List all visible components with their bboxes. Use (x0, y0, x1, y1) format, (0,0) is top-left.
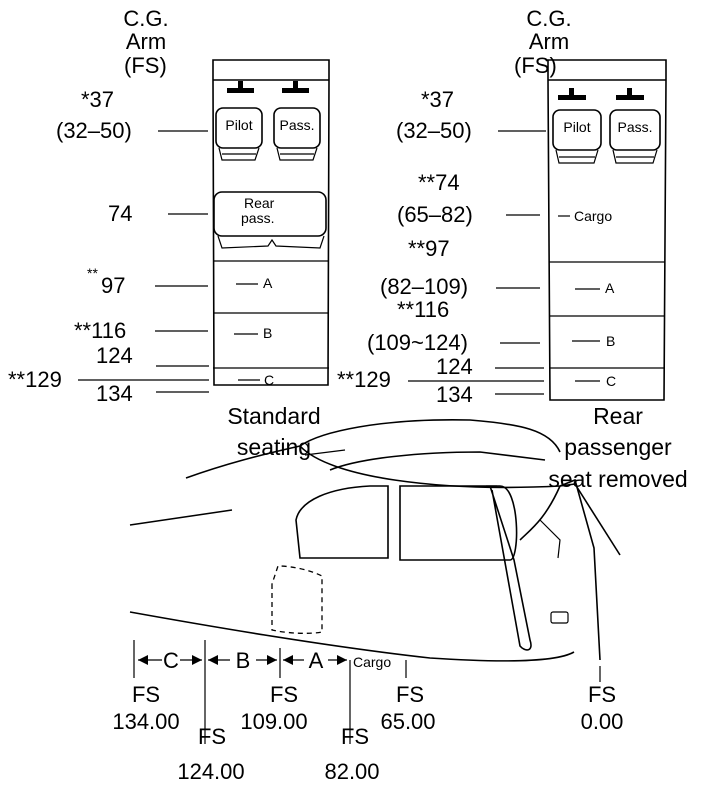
left-rear-bench: Rear pass. (213, 191, 327, 249)
fs-label-0: FS (588, 682, 616, 707)
right-pass-seat: Pass. (609, 109, 661, 164)
left-row-129: **129 (8, 367, 62, 392)
fs-label-109: FS (270, 682, 298, 707)
right-caption-3: seat removed (548, 466, 687, 492)
fs-label-134: FS (132, 682, 160, 707)
right-yoke-icon (282, 81, 309, 93)
right-pilot-label: Pilot (563, 119, 590, 135)
fs-value-134: 134.00 (112, 709, 179, 734)
right-panel: C.G. Arm (FS) Pilot Pass. (337, 6, 688, 492)
right-right-yoke-icon (616, 88, 644, 100)
right-cabin-outline (547, 59, 667, 401)
left-pilot-label: Pilot (225, 117, 252, 133)
fs-value-0: 0.00 (581, 709, 624, 734)
fuselage-zone-c: C (163, 648, 179, 673)
left-pass-label: Pass. (279, 117, 314, 133)
right-zone-c: C (606, 373, 616, 389)
fuselage-zone-b: B (236, 648, 251, 673)
right-left-yoke-icon (558, 88, 586, 100)
left-row-74: 74 (108, 201, 132, 226)
right-pass-label: Pass. (617, 119, 652, 135)
right-row-37: *37 (421, 87, 454, 112)
left-zone-a: A (263, 275, 273, 291)
right-row-97-range: (82–109) (380, 274, 468, 299)
right-header-cg: C.G. (526, 6, 571, 31)
left-row-97-stars: ** (87, 265, 98, 281)
right-row-134: 134 (436, 382, 473, 407)
fuselage-zone-a: A (309, 648, 324, 673)
left-rear-label-1: Rear (244, 195, 275, 211)
right-row-124: 124 (436, 354, 473, 379)
fs-value-82: 82.00 (324, 759, 379, 784)
fuselage-station-markers: C B A Cargo (133, 640, 601, 744)
left-yoke-icon (227, 81, 254, 93)
fs-value-124: 124.00 (177, 759, 244, 784)
left-row-124: 124 (96, 343, 133, 368)
left-header-arm: Arm (126, 29, 166, 54)
left-caption-1: Standard (227, 403, 320, 429)
right-row-116: **116 (397, 297, 449, 322)
right-zone-b: B (606, 333, 615, 349)
left-row-116: **116 (74, 318, 126, 343)
left-pilot-seat: Pilot (215, 107, 263, 161)
right-caption-1: Rear (593, 403, 643, 429)
left-rear-label-2: pass. (241, 210, 274, 226)
right-zone-cargo: Cargo (574, 208, 612, 224)
left-row-97: 97 (101, 273, 125, 298)
left-row-37: *37 (81, 87, 114, 112)
left-row-37-range: (32–50) (56, 118, 132, 143)
right-header-fs: (FS) (514, 53, 557, 78)
fs-value-65: 65.00 (380, 709, 435, 734)
fs-label-82: FS (341, 724, 369, 749)
right-row-37-range: (32–50) (396, 118, 472, 143)
fs-label-124: FS (198, 724, 226, 749)
left-row-134: 134 (96, 381, 133, 406)
right-zone-a: A (605, 280, 615, 296)
left-header-cg: C.G. (123, 6, 168, 31)
fuselage-fs-labels: FS 134.00 FS 124.00 FS 109.00 FS 82.00 F… (112, 682, 623, 784)
fs-value-109: 109.00 (240, 709, 307, 734)
right-row-74-range: (65–82) (397, 202, 473, 227)
fs-label-65: FS (396, 682, 424, 707)
left-header-fs: (FS) (124, 53, 167, 78)
fuselage-zone-cargo: Cargo (353, 654, 391, 670)
right-pilot-seat: Pilot (552, 109, 602, 164)
right-row-97: **97 (408, 236, 450, 261)
fuselage-side-view (129, 419, 621, 662)
left-zone-c: C (264, 372, 274, 388)
right-row-116-range: (109~124) (367, 330, 468, 355)
left-cabin-outline (212, 59, 330, 386)
right-row-74: **74 (418, 170, 460, 195)
right-caption-2: passenger (564, 434, 672, 460)
right-header-arm: Arm (529, 29, 569, 54)
right-row-129: **129 (337, 367, 391, 392)
left-zone-b: B (263, 325, 272, 341)
left-panel: C.G. Arm (FS) Pilot Pass. (8, 6, 330, 460)
left-pass-seat: Pass. (273, 107, 321, 161)
